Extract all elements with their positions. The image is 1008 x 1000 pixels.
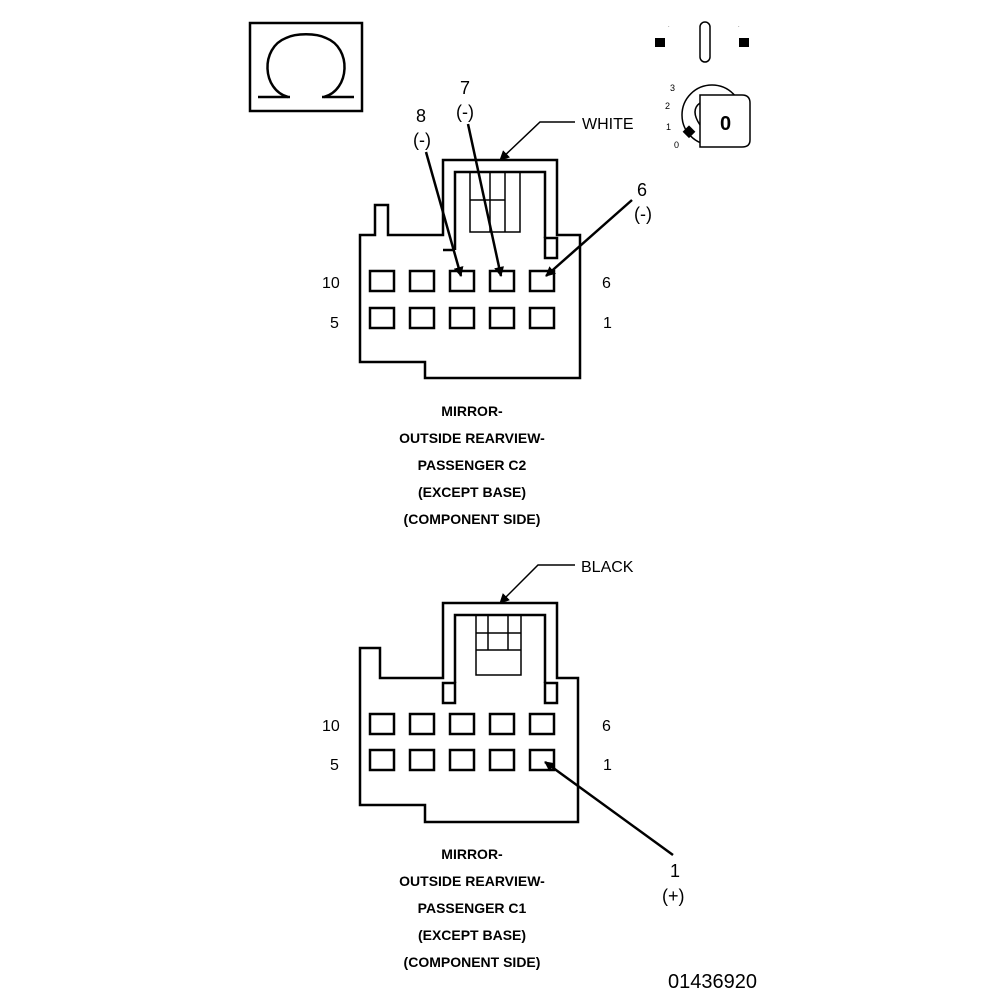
c2-caption-line-3: PASSENGER C2 bbox=[418, 457, 527, 473]
c1-pin-2 bbox=[488, 748, 516, 772]
svg-text:·: · bbox=[738, 24, 740, 30]
c2-caption-line-2: OUTSIDE REARVIEW- bbox=[399, 430, 545, 446]
c2-pin-9 bbox=[408, 269, 436, 293]
c2-pin-1 bbox=[528, 306, 556, 330]
c2-caption-line-5: (COMPONENT SIDE) bbox=[404, 511, 541, 527]
ignition-key-icon: · · 0 3 2 1 0 bbox=[655, 21, 751, 150]
ignition-position-3: 3 bbox=[670, 83, 675, 93]
omega-icon bbox=[248, 21, 364, 113]
c1-pin-8 bbox=[448, 712, 476, 736]
c1-row-label-1: 1 bbox=[603, 757, 612, 774]
c1-pin-3 bbox=[448, 748, 476, 772]
c1-pin-4 bbox=[408, 748, 436, 772]
c2-pin-4 bbox=[408, 306, 436, 330]
ignition-position-1: 1 bbox=[666, 122, 671, 132]
c2-pin-7 bbox=[488, 269, 516, 293]
c1-caption-line-4: (EXCEPT BASE) bbox=[418, 927, 526, 943]
c1-caption-line-5: (COMPONENT SIDE) bbox=[404, 954, 541, 970]
c1-callout-1-polarity: (+) bbox=[662, 886, 685, 906]
connector-c2: 10 6 5 1 WHITE 8 (-) 7 (-) 6 (-) bbox=[322, 78, 652, 380]
c1-pin-6 bbox=[528, 712, 556, 736]
ignition-position-2: 2 bbox=[665, 101, 670, 111]
c2-row-label-6: 6 bbox=[602, 275, 611, 292]
svg-text:·: · bbox=[668, 24, 670, 30]
c1-row-label-10: 10 bbox=[322, 718, 340, 735]
ignition-key-label: 0 bbox=[720, 113, 731, 135]
c1-callout-1-pin: 1 bbox=[670, 861, 680, 881]
c1-pin-7 bbox=[488, 712, 516, 736]
c2-pin-6 bbox=[528, 269, 556, 293]
c2-callout-8-polarity: (-) bbox=[413, 130, 431, 150]
c2-callout-8-pin: 8 bbox=[416, 106, 426, 126]
c1-caption-line-2: OUTSIDE REARVIEW- bbox=[399, 873, 545, 889]
c2-color-label: WHITE bbox=[582, 116, 634, 133]
c1-caption-line-1: MIRROR- bbox=[441, 846, 503, 862]
c1-pin-5 bbox=[368, 748, 396, 772]
ignition-position-0: 0 bbox=[674, 140, 679, 150]
c2-pin-2 bbox=[488, 306, 516, 330]
c2-row-label-5: 5 bbox=[330, 315, 339, 332]
c2-callout-6-pin: 6 bbox=[637, 180, 647, 200]
c2-row-label-1: 1 bbox=[603, 315, 612, 332]
figure-number: 01436920 bbox=[668, 971, 757, 993]
c2-callout-7-polarity: (-) bbox=[456, 102, 474, 122]
c2-pin-3 bbox=[448, 306, 476, 330]
c2-caption-line-4: (EXCEPT BASE) bbox=[418, 484, 526, 500]
c2-callout-7-pin: 7 bbox=[460, 78, 470, 98]
c1-color-label: BLACK bbox=[581, 559, 634, 576]
c2-row-label-10: 10 bbox=[322, 275, 340, 292]
c1-pin-9 bbox=[408, 712, 436, 736]
c2-caption-line-1: MIRROR- bbox=[441, 403, 503, 419]
c2-pin-8 bbox=[448, 269, 476, 293]
c1-caption: MIRROR- OUTSIDE REARVIEW- PASSENGER C1 (… bbox=[399, 846, 545, 970]
connector-c1: 10 6 5 1 BLACK 1 (+) bbox=[322, 559, 685, 906]
c1-pin-10 bbox=[368, 712, 396, 736]
c2-caption: MIRROR- OUTSIDE REARVIEW- PASSENGER C2 (… bbox=[399, 403, 545, 527]
c1-caption-line-3: PASSENGER C1 bbox=[418, 900, 527, 916]
c2-pin-5 bbox=[368, 306, 396, 330]
c2-callout-6-polarity: (-) bbox=[634, 204, 652, 224]
c2-pin-10 bbox=[368, 269, 396, 293]
c1-row-label-5: 5 bbox=[330, 757, 339, 774]
c1-row-label-6: 6 bbox=[602, 718, 611, 735]
